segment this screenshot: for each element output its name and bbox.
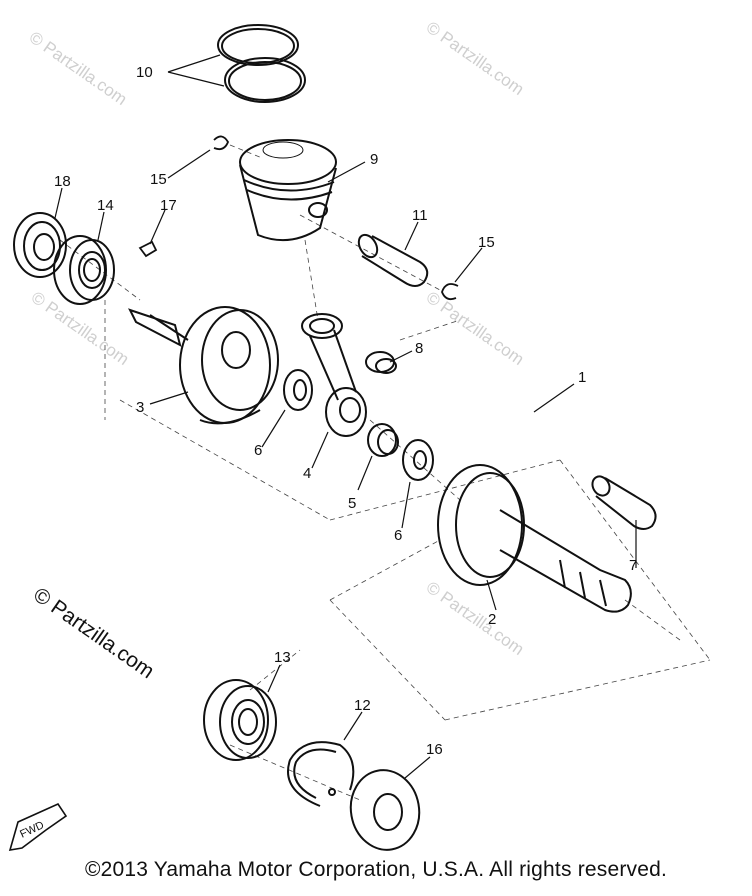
connecting-rod bbox=[301, 313, 367, 437]
small-end-bearing bbox=[365, 351, 397, 374]
piston-rings bbox=[217, 24, 306, 103]
callout-16: 16 bbox=[426, 741, 443, 758]
callout-15-right: 15 bbox=[478, 234, 495, 251]
watermark-text: © Partzilla.com bbox=[423, 18, 528, 99]
callout-6-left: 6 bbox=[254, 442, 262, 459]
callout-12: 12 bbox=[354, 697, 371, 714]
callout-13: 13 bbox=[274, 649, 291, 666]
callout-10: 10 bbox=[136, 64, 153, 81]
oil-seal-bottom bbox=[349, 769, 421, 851]
watermark-text: © Partzilla.com bbox=[423, 288, 528, 369]
callout-3: 3 bbox=[136, 399, 144, 416]
circlip-top bbox=[213, 135, 230, 151]
bearing-bottom bbox=[203, 679, 277, 761]
callout-7: 7 bbox=[629, 557, 637, 574]
circlip-right bbox=[441, 283, 459, 301]
fwd-label: FWD bbox=[18, 819, 46, 840]
piston bbox=[239, 139, 337, 242]
callout-11: 11 bbox=[412, 207, 428, 224]
big-end-bearing bbox=[367, 423, 399, 457]
callout-18: 18 bbox=[54, 173, 71, 190]
woodruff-key bbox=[138, 240, 158, 258]
thrust-washer-left bbox=[283, 369, 313, 411]
callout-14: 14 bbox=[97, 197, 114, 214]
bearing-left bbox=[53, 235, 115, 305]
crank-wheel-right bbox=[437, 464, 632, 613]
callout-5: 5 bbox=[348, 495, 356, 512]
callout-6-right: 6 bbox=[394, 527, 402, 544]
callout-17: 17 bbox=[160, 197, 177, 214]
watermark-text: © Partzilla.com bbox=[26, 28, 131, 109]
watermark-text: © Partzilla.com bbox=[28, 288, 133, 369]
leader-lines bbox=[54, 54, 637, 779]
crank-pin bbox=[591, 475, 657, 530]
crank-wheel-left bbox=[128, 306, 279, 425]
copyright-notice: ©2013 Yamaha Motor Corporation, U.S.A. A… bbox=[84, 858, 668, 881]
callout-2: 2 bbox=[488, 611, 496, 628]
callout-9: 9 bbox=[370, 151, 378, 168]
assembly-guide-lines bbox=[59, 144, 711, 801]
callout-1: 1 bbox=[578, 369, 586, 386]
oil-seal-left bbox=[13, 212, 67, 278]
piston-pin bbox=[357, 233, 429, 287]
thrust-washer-right bbox=[402, 439, 434, 481]
watermark-dark-text: © Partzilla.com bbox=[29, 583, 158, 683]
callout-8: 8 bbox=[415, 340, 423, 357]
callout-4: 4 bbox=[303, 465, 311, 482]
watermark-text: © Partzilla.com bbox=[423, 578, 528, 659]
forward-arrow-icon: FWD bbox=[8, 802, 68, 851]
circlip-large bbox=[287, 741, 355, 807]
callout-labels: 10 15 9 18 14 17 11 15 8 1 3 6 4 5 6 7 2… bbox=[54, 64, 637, 758]
callout-15-top: 15 bbox=[150, 171, 167, 188]
